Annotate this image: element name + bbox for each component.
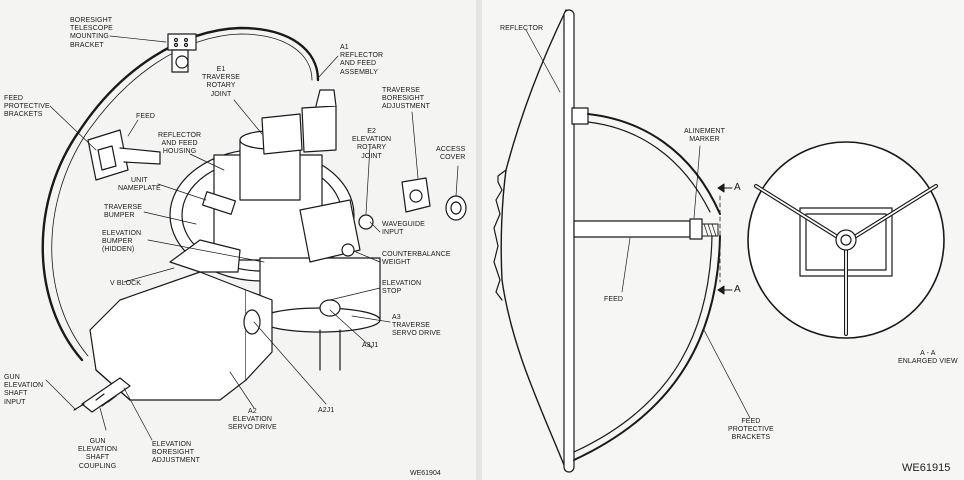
- label-feed-protective-brackets-right: FEED PROTECTIVE BRACKETS: [728, 418, 774, 442]
- section-arrows: [717, 183, 733, 295]
- figure-id-left: WE61904: [410, 470, 441, 477]
- label-v-block: V BLOCK: [110, 280, 142, 287]
- label-feed: FEED: [136, 113, 156, 120]
- reflector-side-view-drawing: [493, 9, 945, 473]
- label-waveguide-input: WAVEGUIDE INPUT: [382, 221, 425, 237]
- enlarged-view-circle: [747, 141, 945, 339]
- label-e2-elevation-rotary-joint: E2 ELEVATION ROTARY JOINT: [352, 128, 392, 160]
- reflector-dish-back: [493, 169, 507, 301]
- main-housing-shape: [89, 89, 381, 401]
- feed-tube-shape: [573, 218, 719, 240]
- label-elevation-stop: ELEVATION STOP: [382, 280, 422, 296]
- label-counterbalance-weight: COUNTERBALANCE WEIGHT: [382, 251, 451, 267]
- label-boresight-bracket: BORESIGHT TELESCOPE MOUNTING BRACKET: [70, 17, 113, 49]
- traverse-boresight-shape: [401, 177, 467, 221]
- reflector-rim-tube-inner: [51, 33, 313, 357]
- label-feed-protective-brackets: FEED PROTECTIVE BRACKETS: [4, 95, 50, 119]
- feed-bracket-upper-inner: [587, 121, 711, 213]
- label-elevation-boresight: ELEVATION BORESIGHT ADJUSTMENT: [152, 441, 201, 465]
- boresight-bracket-shape: [167, 33, 197, 73]
- label-a3j1: A3J1: [362, 342, 379, 349]
- label-alinement-marker: ALINEMENT MARKER: [684, 128, 725, 144]
- feed-bracket-upper: [587, 113, 721, 215]
- label-feed-right: FEED: [604, 296, 624, 303]
- reflector-dish-profile: [500, 9, 567, 471]
- reflector-rim-tube: [41, 26, 320, 362]
- label-e1-traverse-rotary-joint: E1 TRAVERSE ROTARY JOINT: [202, 66, 241, 98]
- label-reflector: REFLECTOR: [500, 25, 544, 32]
- label-unit-nameplate: UNIT NAMEPLATE: [118, 177, 161, 193]
- label-access-cover: ACCESS COVER: [436, 146, 466, 162]
- feed-bracket-lower-inner: [573, 235, 713, 453]
- gun-shaft-shape: [73, 377, 131, 413]
- label-traverse-boresight: TRAVERSE BORESIGHT ADJUSTMENT: [382, 87, 431, 111]
- label-reflector-feed-housing: REFLECTOR AND FEED HOUSING: [158, 132, 202, 156]
- reflector-plate: [563, 9, 575, 473]
- left-figure-panel: BORESIGHT TELESCOPE MOUNTING BRACKET A1 …: [0, 0, 476, 480]
- label-traverse-bumper: TRAVERSE BUMPER: [104, 204, 143, 220]
- antenna-assembly-drawing: [41, 26, 467, 441]
- label-enlarged-view: A - A ENLARGED VIEW: [898, 350, 958, 366]
- feed-bracket-lower: [573, 235, 721, 461]
- leader-lines: [45, 35, 459, 441]
- label-a2-elevation-servo-drive: A2 ELEVATION SERVO DRIVE: [228, 408, 277, 432]
- label-a3-traverse-servo-drive: A3 TRAVERSE SERVO DRIVE: [392, 314, 441, 338]
- upper-bracket-mount: [571, 107, 589, 125]
- figure-id-right: WE61915: [902, 462, 951, 474]
- label-elevation-bumper: ELEVATION BUMPER (HIDDEN): [102, 230, 142, 254]
- feed-shape: [87, 129, 161, 181]
- label-a2j1: A2J1: [318, 407, 335, 414]
- right-figure-panel: REFLECTOR ALINEMENT MARKER A A FEED A - …: [482, 0, 964, 480]
- label-a1-reflector-feed: A1 REFLECTOR AND FEED ASSEMBLY: [340, 44, 384, 76]
- right-leader-lines: [525, 29, 751, 419]
- label-gun-elevation-shaft-coupling: GUN ELEVATION SHAFT COUPLING: [78, 438, 118, 470]
- label-section-a-top: A: [734, 182, 741, 193]
- panel-divider: [476, 0, 482, 480]
- label-gun-elevation-shaft-input: GUN ELEVATION SHAFT INPUT: [4, 374, 44, 406]
- label-section-a-bottom: A: [734, 284, 741, 295]
